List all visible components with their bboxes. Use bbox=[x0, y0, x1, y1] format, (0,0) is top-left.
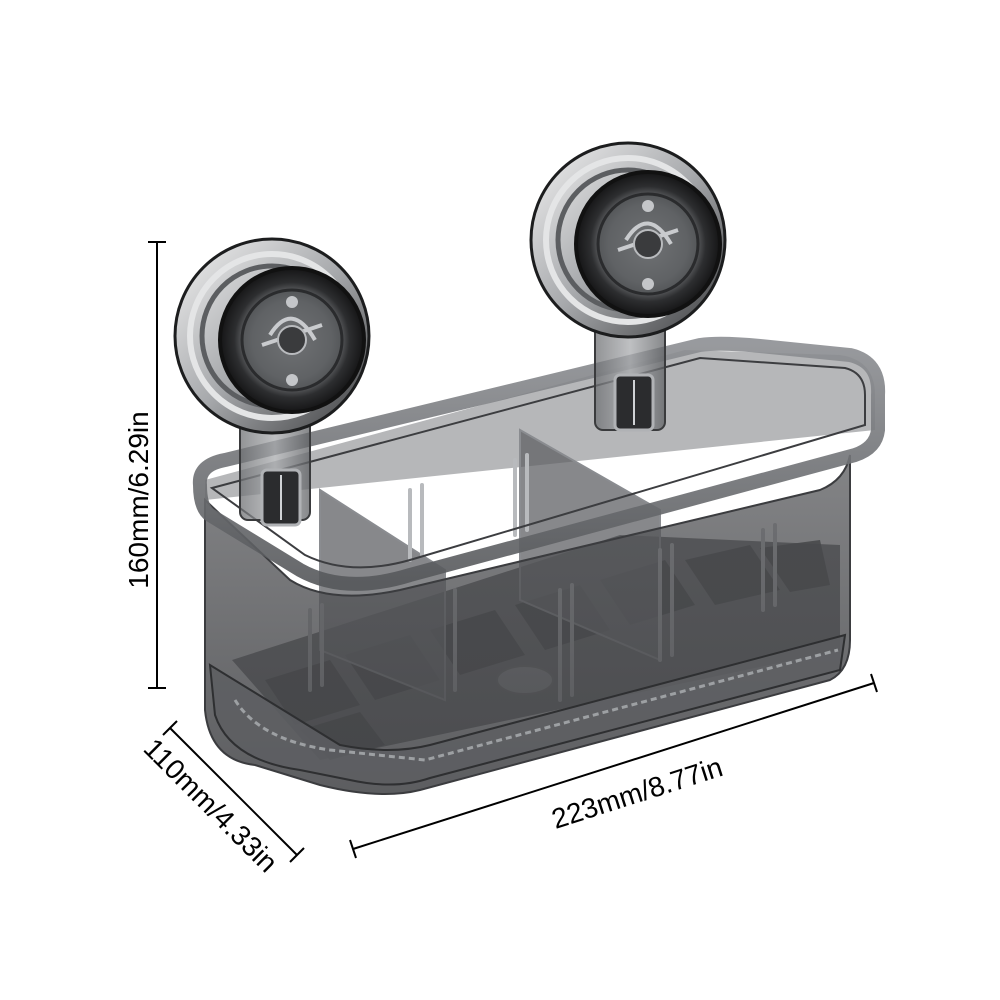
drip-tray-highlight bbox=[233, 648, 839, 762]
basket-illustration bbox=[173, 141, 886, 795]
basket-back-wall bbox=[205, 350, 875, 500]
left-suction-cup-icon bbox=[173, 237, 371, 435]
width-label: 223mm/8.77in bbox=[548, 751, 726, 834]
drip-tray bbox=[208, 633, 847, 786]
basket-rim bbox=[192, 336, 886, 591]
width-dimension-line bbox=[352, 682, 875, 850]
basket-rim-inner bbox=[209, 356, 866, 569]
height-dimension: 160mm/6.29in bbox=[123, 241, 166, 689]
height-label: 160mm/6.29in bbox=[123, 411, 154, 588]
right-suction-cup-icon bbox=[529, 141, 727, 339]
depth-dimension-line bbox=[169, 727, 298, 856]
